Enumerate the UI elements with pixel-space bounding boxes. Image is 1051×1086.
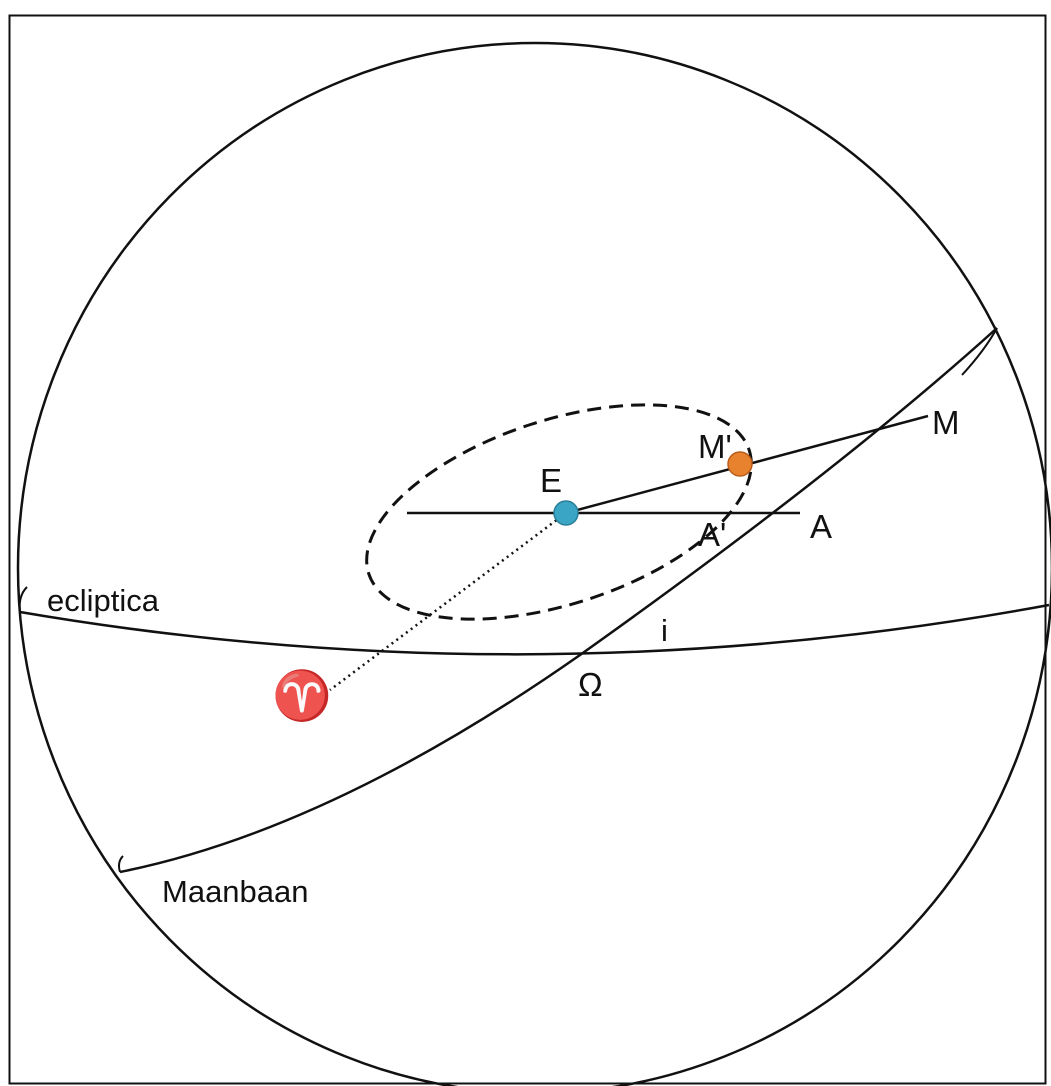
moon-orbit-arc xyxy=(119,327,998,874)
vernal-equinox-symbol: ♈ xyxy=(272,668,332,724)
moon-orbit-end-hook-left xyxy=(118,855,124,873)
inclination-label: i xyxy=(661,613,668,648)
moon-label: M' xyxy=(698,428,732,465)
ecliptic-end-hook xyxy=(18,586,28,613)
ascending-node-label: Ω xyxy=(578,666,603,703)
lunar-orbit-dashed xyxy=(365,403,753,621)
line-earth-to-vernal-equinox xyxy=(329,512,567,691)
moon-projection-label: M xyxy=(932,404,960,441)
point-a-prime-label: A' xyxy=(698,516,726,553)
ecliptic-arc xyxy=(19,603,1050,656)
celestial-sphere xyxy=(16,41,1051,1086)
point-a-label: A xyxy=(810,508,832,545)
earth-label: E xyxy=(540,462,562,499)
earth-dot xyxy=(553,500,579,526)
moon-dot xyxy=(727,451,753,477)
ecliptic-label: ecliptica xyxy=(47,583,160,618)
diagram-frame xyxy=(8,14,1047,1085)
moon-orbit-label: Maanbaan xyxy=(162,874,309,909)
moon-orbit-end-hook-right xyxy=(961,327,998,376)
